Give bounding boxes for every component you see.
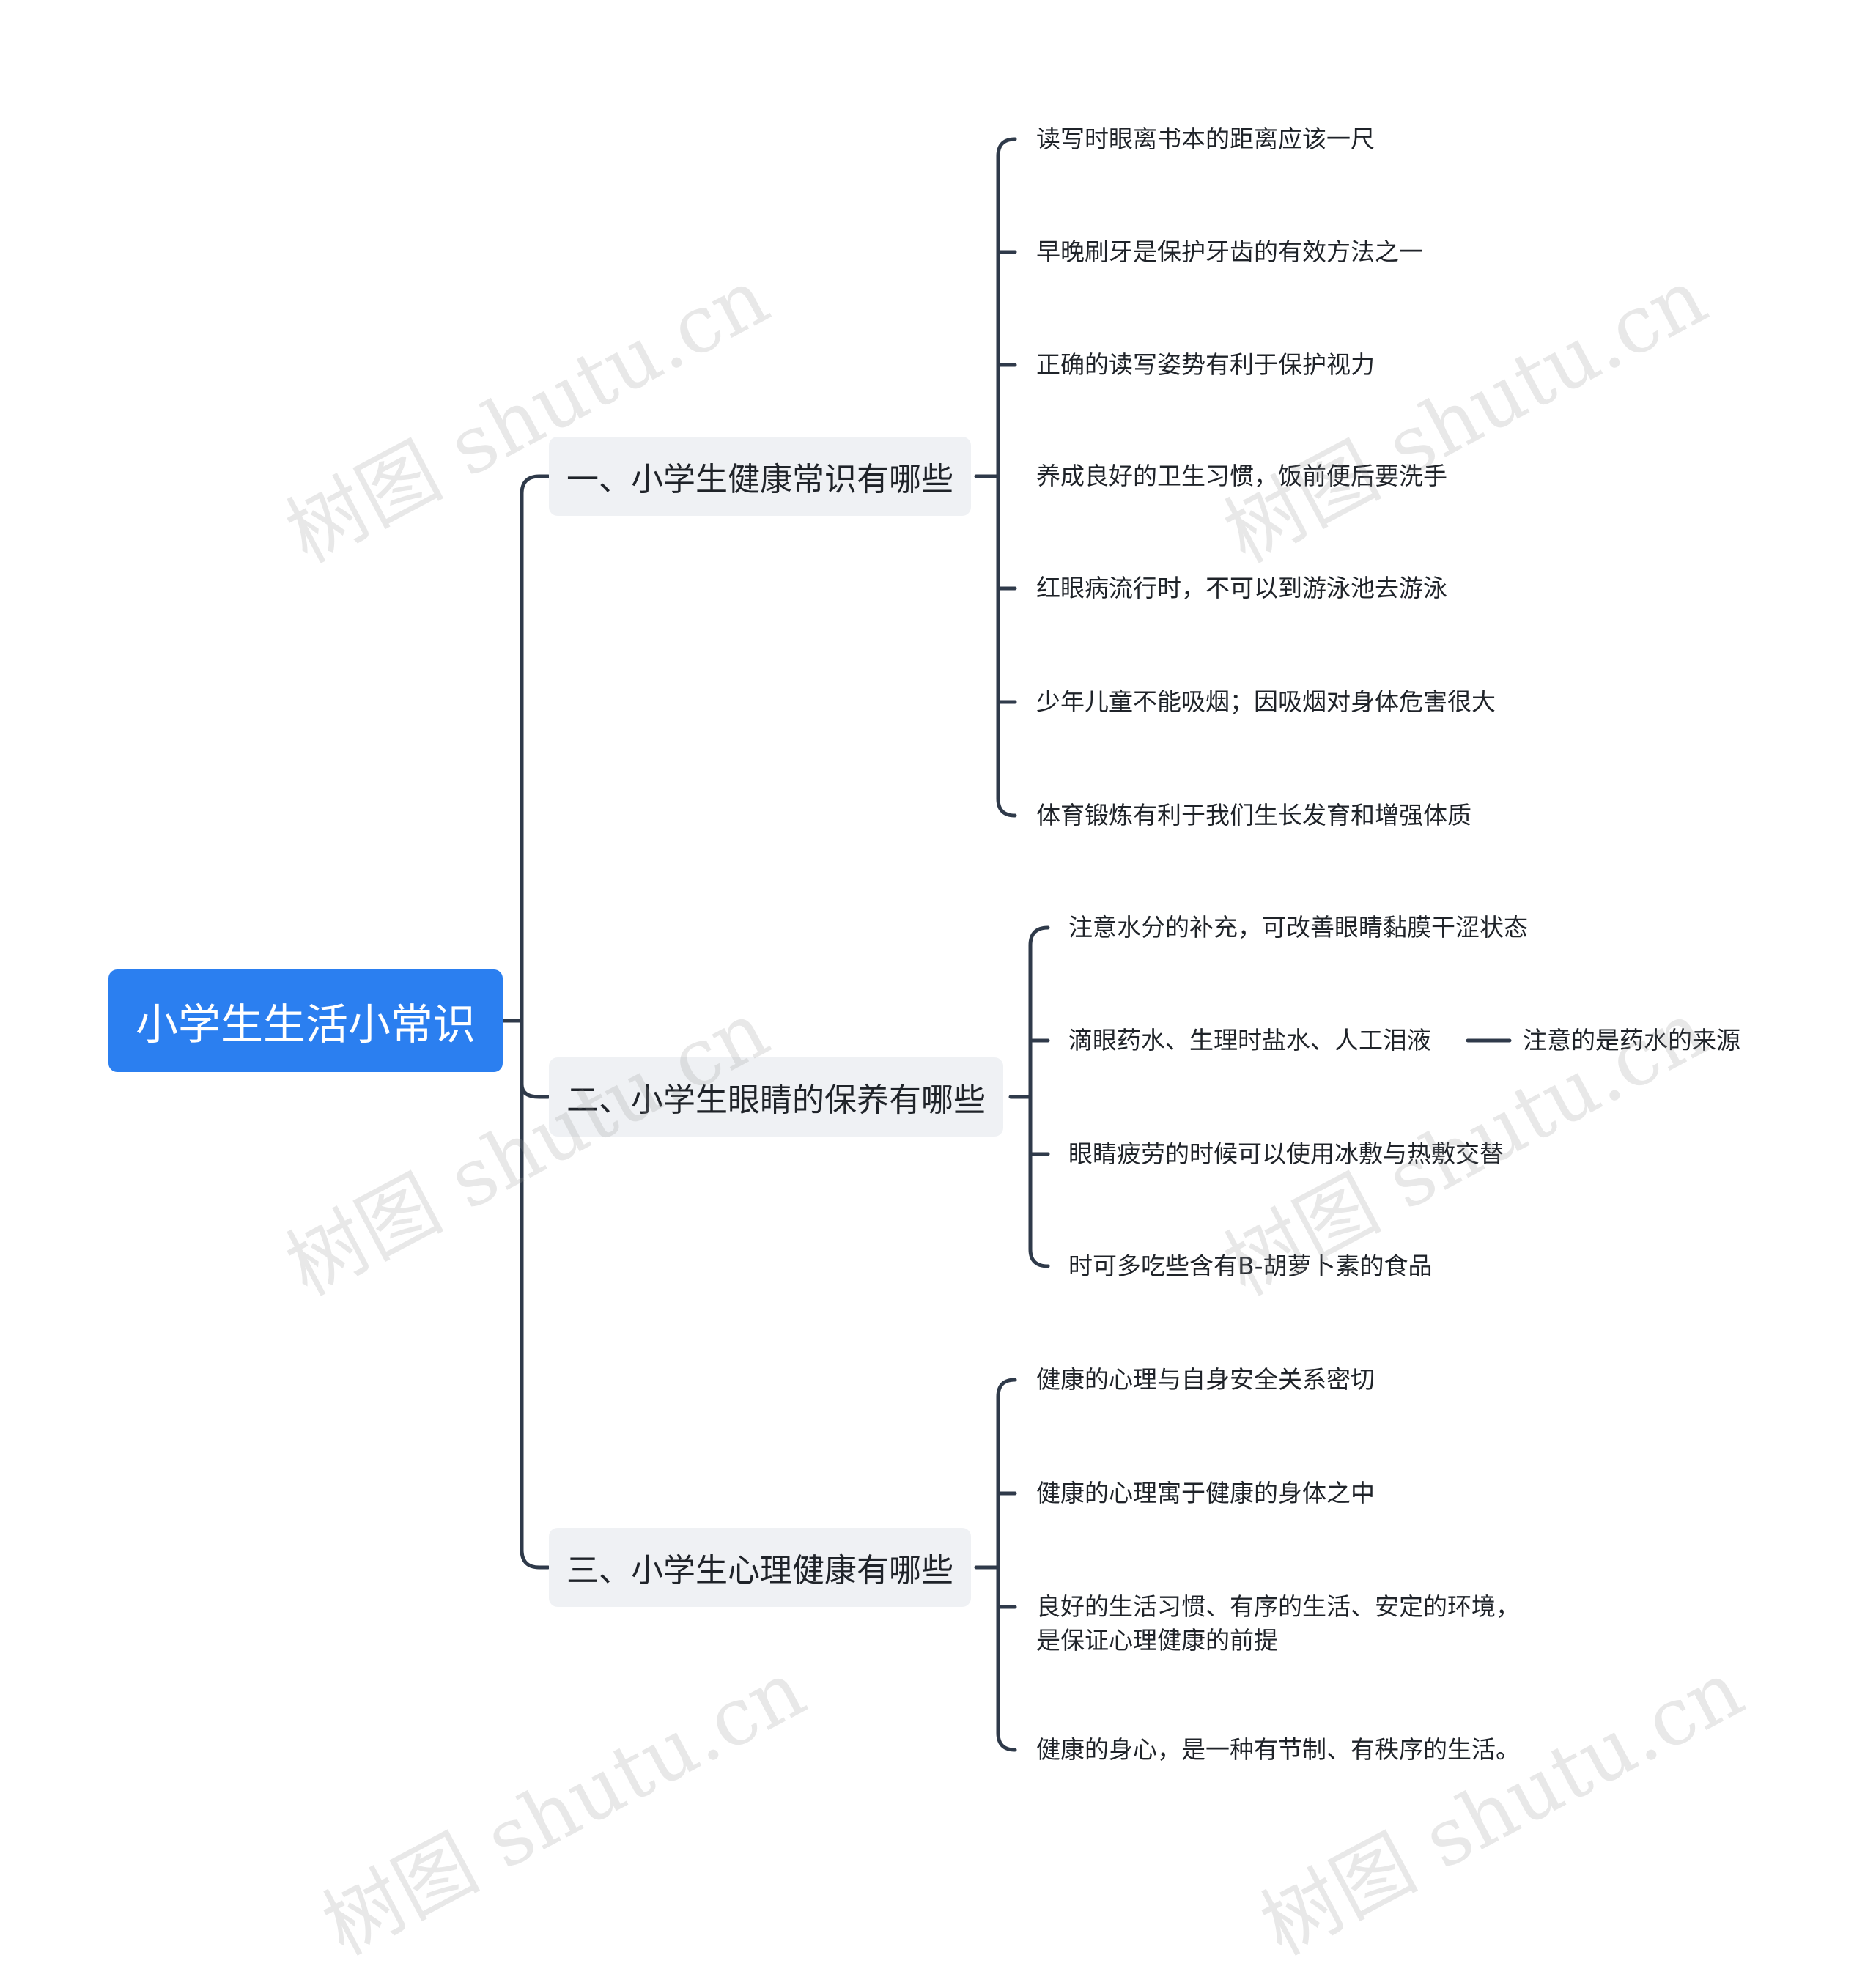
leaf-item-multiline[interactable]: 良好的生活习惯、有序的生活、安定的环境， 是保证心理健康的前提 — [1036, 1590, 1520, 1658]
sub-leaf-item[interactable]: 注意的是药水的来源 — [1523, 1026, 1740, 1054]
leaf-item[interactable]: 健康的身心，是一种有节制、有秩序的生活。 — [1036, 1735, 1520, 1764]
leaf-item[interactable]: 时可多吃些含有B-胡萝卜素的食品 — [1068, 1252, 1433, 1280]
connector-lines — [501, 137, 1512, 1752]
branch-title: 一、小学生健康常识有哪些 — [566, 461, 953, 498]
leaf-item[interactable]: 眼睛疲劳的时候可以使用冰敷与热敷交替 — [1068, 1139, 1504, 1168]
leaf-line: 良好的生活习惯、有序的生活、安定的环境， — [1036, 1592, 1520, 1621]
leaf-line: 是保证心理健康的前提 — [1036, 1626, 1278, 1655]
leaf-item[interactable]: 养成良好的卫生习惯，饭前便后要洗手 — [1036, 462, 1447, 490]
branch-title: 三、小学生心理健康有哪些 — [566, 1552, 953, 1589]
root-title: 小学生生活小常识 — [135, 999, 476, 1049]
leaf-item[interactable]: 注意水分的补充，可改善眼睛黏膜干涩状态 — [1068, 913, 1528, 942]
leaf-item[interactable]: 滴眼药水、生理时盐水、人工泪液 — [1068, 1026, 1431, 1054]
branch-title: 二、小学生眼睛的保养有哪些 — [566, 1082, 986, 1119]
trunk-line — [520, 474, 542, 1570]
leaf-item[interactable]: 读写时眼离书本的距离应该一尺 — [1036, 125, 1375, 153]
branch-node-health[interactable]: 一、小学生健康常识有哪些 — [549, 437, 971, 516]
leaf-item[interactable]: 少年儿童不能吸烟；因吸烟对身体危害很大 — [1036, 687, 1496, 716]
leaf-item[interactable]: 健康的心理与自身安全关系密切 — [1036, 1365, 1375, 1394]
root-node[interactable]: 小学生生活小常识 — [108, 969, 503, 1072]
leaf-item[interactable]: 红眼病流行时，不可以到游泳池去游泳 — [1036, 574, 1447, 602]
leaf-item[interactable]: 健康的心理寓于健康的身体之中 — [1036, 1479, 1375, 1507]
trunk-mid — [520, 1082, 550, 1099]
branch-node-mental[interactable]: 三、小学生心理健康有哪些 — [549, 1528, 971, 1607]
branch-node-eyes[interactable]: 二、小学生眼睛的保养有哪些 — [549, 1057, 1003, 1137]
leaf-item[interactable]: 早晚刷牙是保护牙齿的有效方法之一 — [1036, 237, 1423, 266]
leaf-item[interactable]: 正确的读写姿势有利于保护视力 — [1036, 350, 1375, 379]
leaf-item[interactable]: 体育锻炼有利于我们生长发育和增强体质 — [1036, 801, 1471, 829]
